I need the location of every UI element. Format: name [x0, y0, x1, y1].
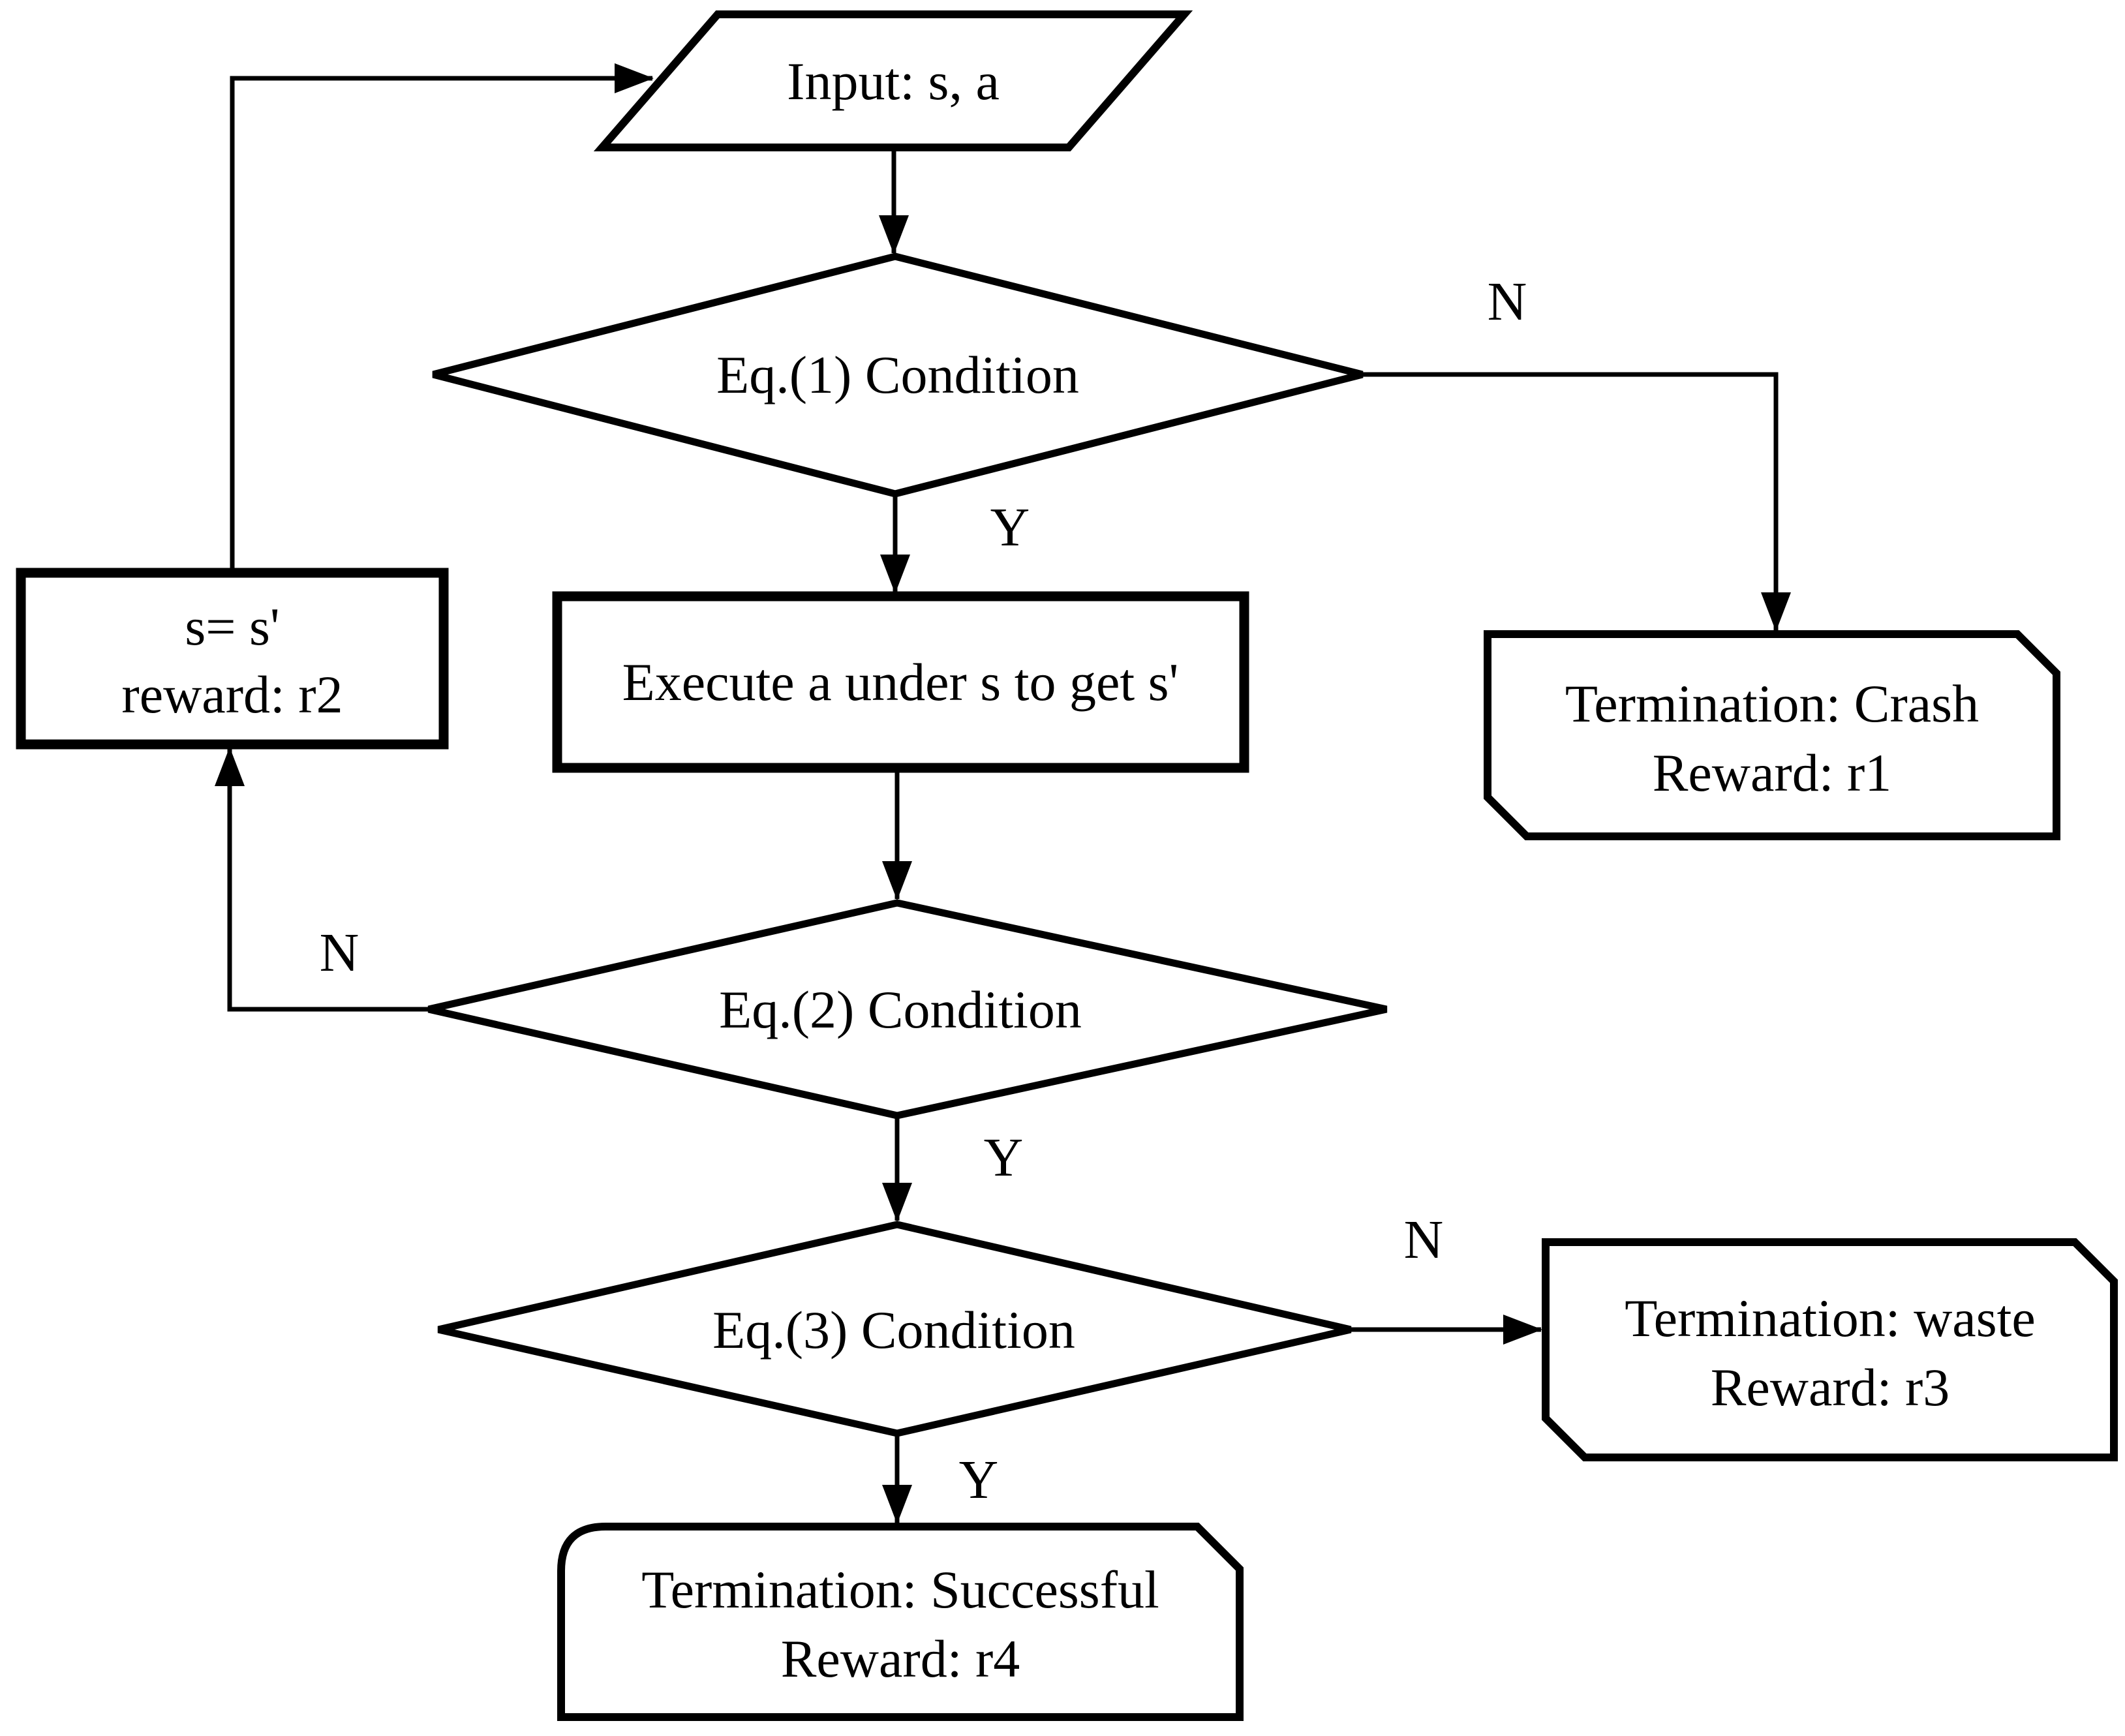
cond2-decision-label: Eq.(2) Condition [719, 980, 1082, 1039]
waste-terminator-line2: Reward: r3 [1711, 1358, 1950, 1417]
cond3-yes-label: Y [959, 1450, 999, 1510]
update-process-line2: reward: r2 [121, 665, 343, 724]
cond1-decision-label: Eq.(1) Condition [716, 345, 1079, 404]
execute-process-label: Execute a under s to get s' [622, 652, 1179, 712]
success-terminator-line1: Termination: Successful [641, 1560, 1159, 1619]
cond3-decision-label: Eq.(3) Condition [712, 1300, 1075, 1360]
cond1-no-label: N [1488, 271, 1527, 332]
input-node-label: Input: s, a [787, 52, 1000, 111]
success-terminator-line2: Reward: r4 [781, 1629, 1020, 1688]
edge-cond2-no-to-update [215, 747, 429, 1012]
input-node-shape [593, 10, 1193, 151]
waste-terminator-line1: Termination: waste [1625, 1288, 2036, 1348]
crash-terminator-line1: Termination: Crash [1565, 674, 1979, 733]
cond3-no-label: N [1404, 1210, 1444, 1270]
cond2-yes-label: Y [984, 1127, 1024, 1188]
cond2-decision-shape [427, 899, 1388, 1119]
waste-terminator-shape [1542, 1238, 2118, 1461]
edge-update-to-input [230, 63, 654, 573]
update-process-line1: s= s' [185, 597, 279, 656]
update-process-shape [16, 568, 449, 750]
cond2-no-label: N [320, 922, 359, 983]
crash-terminator-line2: Reward: r1 [1653, 743, 1892, 802]
cond1-yes-label: Y [990, 497, 1030, 558]
execute-process-shape [552, 591, 1249, 773]
cond1-decision-shape [432, 252, 1364, 498]
crash-terminator-shape [1484, 630, 2060, 840]
success-terminator-shape [557, 1523, 1244, 1721]
cond3-decision-shape [437, 1221, 1352, 1437]
edge-cond1-no-to-crash [1362, 372, 1791, 632]
